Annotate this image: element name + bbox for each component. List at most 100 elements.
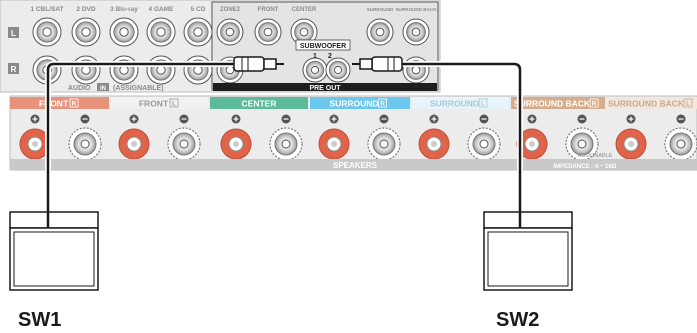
speaker-side-label: L [481,101,485,108]
impedance-label: IMPEDANCE : 4 ~ 16Ω [554,164,617,170]
speaker-side-label: L [686,101,690,108]
audio-input-header: 2 DVD [76,6,95,13]
audio-input-header: 4 GAME [149,6,175,13]
minus-icon [676,114,686,124]
audio-jack-l [71,17,101,47]
pre-out-jack-l [254,18,282,46]
speakers-label: SPEAKERS [333,161,378,170]
speaker-group-name: SURROUND BACK [514,99,591,109]
speakers-bar [10,159,697,170]
minus-icon [179,114,189,124]
pre-out-header: ZONE2 [220,7,241,13]
speaker-terminal-plus [318,128,350,160]
plus-icon [626,114,636,124]
audio-input-header: 5 CD [191,6,206,13]
speaker-side-label: L [172,101,176,108]
speaker-side-badge [69,98,79,108]
audio-jack-l [146,17,176,47]
pre-out-jack-r [402,56,430,84]
audio-input-headers: 1 CBL/SAT 2 DVD 3 Blu-ray 4 GAME 5 CD [30,6,205,13]
audio-in-badge [97,83,109,91]
speaker-terminal-minus [367,127,401,161]
subwoofer-sw1 [9,211,99,291]
speaker-group-header-bg [10,97,109,109]
speaker-group-header-bg [210,97,308,109]
speaker-group-name: SURROUND [329,99,378,109]
pre-out-header: SURROUND [367,7,394,12]
subwoofer-sw2 [483,211,573,291]
speaker-side-badge [169,98,179,108]
subwoofer-jack-2 [325,57,351,83]
channel-r-label: R [11,65,17,74]
speaker-side-badge [683,98,693,108]
audio-in-label: IN [100,86,106,92]
plus-icon [231,114,241,124]
sw1-label: SW1 [18,309,62,331]
subwoofer-jack-1 [302,57,328,83]
pre-out-label: PRE OUT [309,85,341,92]
plus-icon [329,114,339,124]
minus-icon [479,114,489,124]
sub-number-1: 1 [313,53,317,60]
rca-plug-right [352,56,403,72]
audio-input-header: 3 Blu-ray [110,6,138,13]
audio-label: AUDIO [68,85,91,92]
audio-jack-r [183,55,213,85]
pre-out-header: SURROUND BACK [395,7,437,12]
pre-out-bar [213,83,437,91]
speaker-terminal-minus [68,127,102,161]
rca-plug-left [233,56,284,72]
assignable-label: ASSIGNABLE [578,153,613,159]
audio-jack-r [71,55,101,85]
audio-assignable-tag: (ASSIGNABLE) [113,85,164,92]
sub-number-2: 2 [328,53,332,60]
speaker-group-header-bg [111,97,208,109]
audio-jack-l [32,17,62,47]
speaker-group-name: SURROUND BACK [608,99,685,109]
pre-out-header: CENTER [292,7,317,13]
sw2-label: SW2 [496,309,540,331]
channel-l-badge [8,27,19,38]
speaker-group-name: FRONT [39,99,69,109]
channel-l-label: L [11,29,16,38]
subwoofer-cables [45,56,523,232]
speaker-group-header-bg [310,97,410,109]
plus-icon [129,114,139,124]
speaker-terminal-minus [467,127,501,161]
speaker-side-badge [589,98,599,108]
speaker-group-name: SURROUND [430,99,479,109]
pre-out-jack-l [366,18,394,46]
speaker-group-name: CENTER [242,99,277,109]
speaker-group-header-bg [607,97,697,109]
speaker-group-name: FRONT [139,99,169,109]
pre-out-header: FRONT [258,7,279,13]
speaker-side-label: R [592,101,597,108]
subwoofer-label: SUBWOOFER [300,43,346,50]
speaker-terminal-plus [615,128,647,160]
plus-icon [527,114,537,124]
plus-icon [429,114,439,124]
speaker-side-badge [378,98,388,108]
audio-jack-l [109,17,139,47]
audio-jack-r [146,55,176,85]
minus-icon [577,114,587,124]
cable-sw1 [46,62,240,232]
speaker-terminal-plus [220,128,252,160]
plus-icon [30,114,40,124]
speaker-group-header-bg [412,97,509,109]
audio-jack-r [109,55,139,85]
rear-panel-top: L R 1 CBL/SAT 2 DVD 3 Blu-ray 4 GAME 5 CD AU… [0,0,441,93]
speaker-terminal-plus [19,128,51,160]
speaker-terminal-minus [269,127,303,161]
speaker-terminals [19,114,697,161]
pre-out-jack-l [402,18,430,46]
speaker-side-label: R [72,101,77,108]
speaker-terminal-minus [664,127,697,161]
audio-input-header: 1 CBL/SAT [30,6,63,13]
speaker-group-header-bg [511,97,605,109]
speaker-terminal-plus [418,128,450,160]
